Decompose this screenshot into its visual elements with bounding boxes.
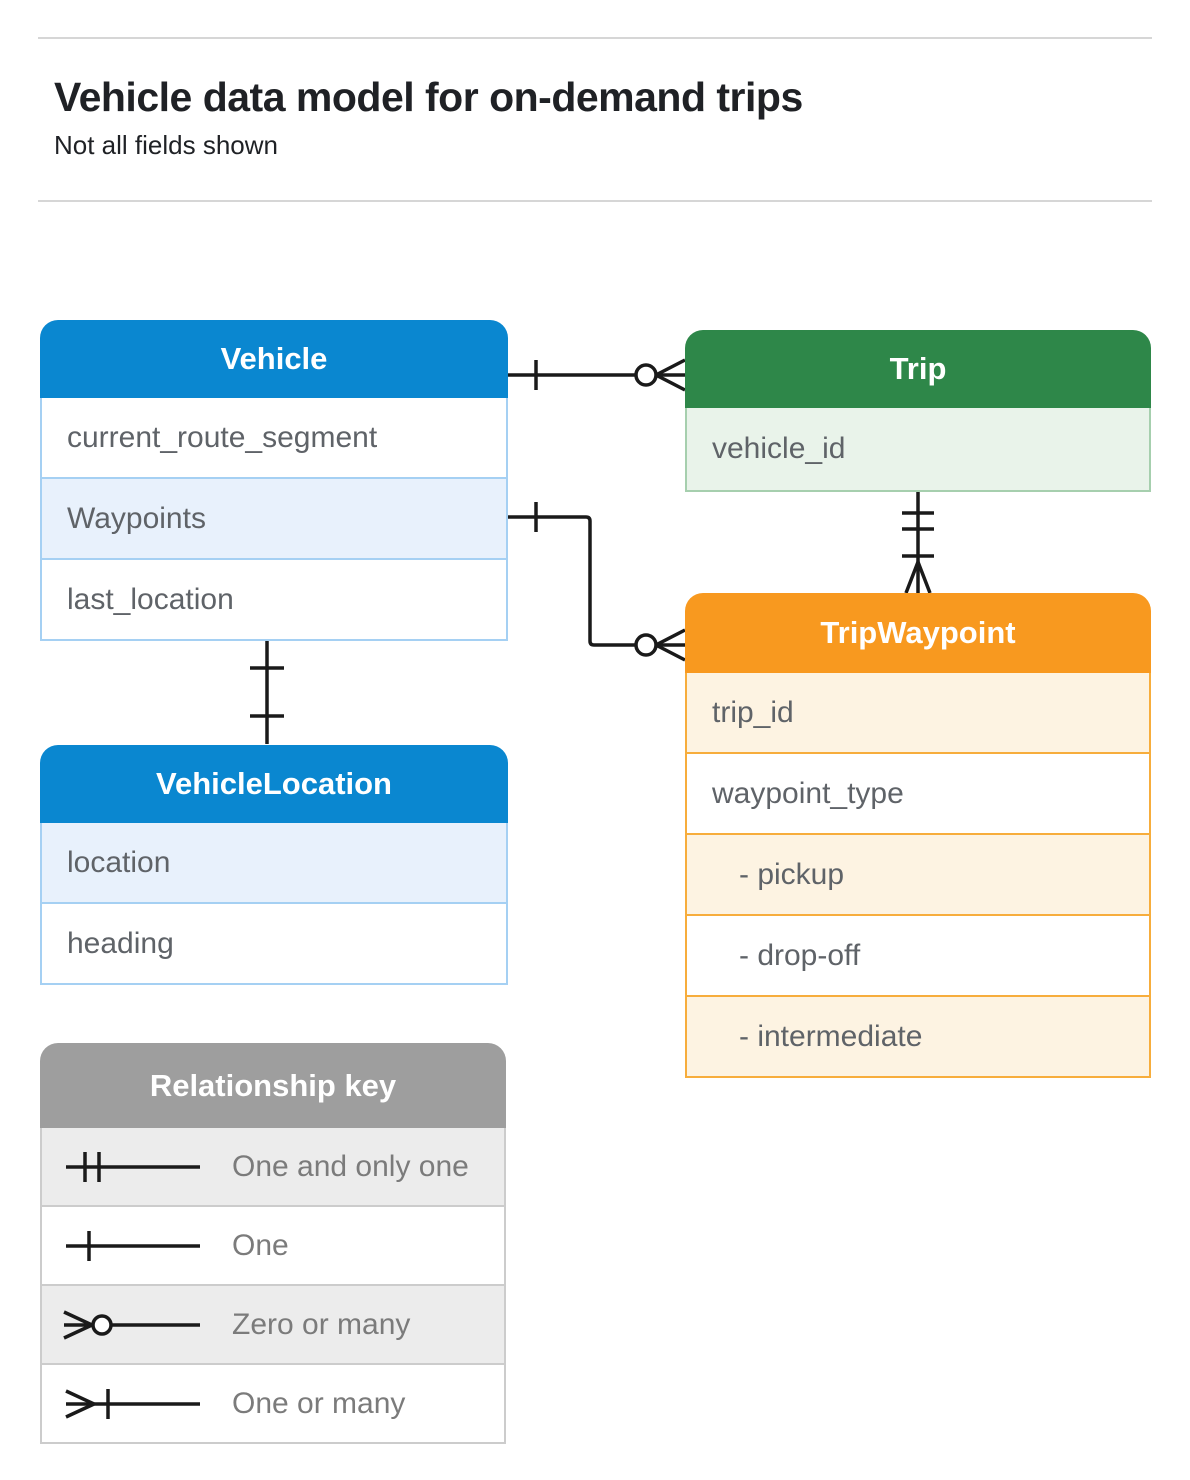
page-title: Vehicle data model for on-demand trips (54, 74, 803, 120)
legend-item: One and only one (42, 1128, 504, 1205)
legend-label: One or many (232, 1386, 406, 1420)
entity-rows: vehicle_id (685, 408, 1151, 492)
entity-header-tripwaypoint: TripWaypoint (685, 593, 1151, 673)
entity-table-trip: Trip vehicle_id (685, 330, 1151, 492)
entity-rows: location heading (40, 823, 508, 985)
entity-table-vehiclelocation: VehicleLocation location heading (40, 745, 508, 985)
legend-label: One and only one (232, 1149, 469, 1183)
entity-header-trip: Trip (685, 330, 1151, 408)
field-row: current_route_segment (42, 398, 506, 477)
relationship-key-header: Relationship key (40, 1043, 506, 1128)
enum-value-row: - intermediate (687, 995, 1149, 1076)
connector-waypoints-tripwaypoint (508, 502, 686, 662)
field-row: heading (42, 902, 506, 983)
legend-item: One or many (42, 1363, 504, 1442)
legend-item: Zero or many (42, 1284, 504, 1363)
field-row: vehicle_id (687, 408, 1149, 490)
zero-or-many-icon (63, 1309, 200, 1340)
connector-vehicle-vehiclelocation (250, 634, 284, 744)
top-divider (38, 37, 1152, 39)
page-subtitle: Not all fields shown (54, 130, 278, 160)
entity-rows: current_route_segment Waypoints last_loc… (40, 398, 508, 641)
enum-value-row: - pickup (687, 833, 1149, 914)
one-and-only-one-icon (66, 1151, 200, 1182)
field-row: waypoint_type (687, 752, 1149, 833)
legend-label: Zero or many (232, 1307, 411, 1341)
relationship-key: Relationship key One and only one One (40, 1043, 506, 1444)
field-row: trip_id (687, 673, 1149, 752)
entity-table-vehicle: Vehicle current_route_segment Waypoints … (40, 320, 508, 641)
entity-table-tripwaypoint: TripWaypoint trip_id waypoint_type - pic… (685, 593, 1151, 1078)
legend-item: One (42, 1205, 504, 1284)
field-row: Waypoints (42, 477, 506, 558)
entity-header-vehicle: Vehicle (40, 320, 508, 398)
field-row: location (42, 823, 506, 902)
header-divider (38, 200, 1152, 202)
legend-label: One (232, 1228, 289, 1262)
enum-value-row: - drop-off (687, 914, 1149, 995)
connector-vehicle-trip (508, 358, 686, 392)
entity-rows: trip_id waypoint_type - pickup - drop-of… (685, 673, 1151, 1078)
connector-trip-tripwaypoint (902, 490, 934, 594)
relationship-key-rows: One and only one One Zero or many (40, 1128, 506, 1444)
field-row: last_location (42, 558, 506, 639)
one-or-many-icon (65, 1388, 200, 1419)
one-icon (66, 1230, 200, 1261)
entity-header-vehiclelocation: VehicleLocation (40, 745, 508, 823)
